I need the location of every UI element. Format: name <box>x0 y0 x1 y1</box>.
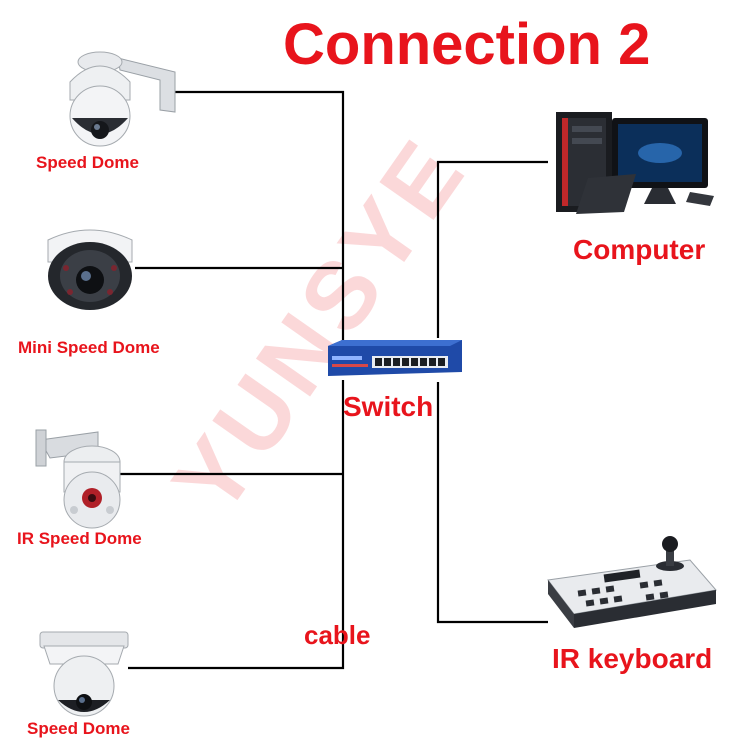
ceiling-speed-dome-camera-icon <box>39 631 129 717</box>
ptz-keyboard-controller-icon <box>547 536 717 628</box>
wire-speed-dome-bottom <box>128 380 345 670</box>
diagram-title: Connection 2 <box>283 12 651 77</box>
ir-keyboard-label: IR keyboard <box>552 643 713 674</box>
speed-dome-camera-icon <box>69 51 176 147</box>
wire-speed-dome-top <box>175 90 345 345</box>
desktop-computer-icon <box>556 112 714 214</box>
wire-ir-keyboard <box>436 382 548 624</box>
speed-dome-top-label: Speed Dome <box>36 153 139 172</box>
cable-label: cable <box>304 620 371 650</box>
speed-dome-bottom-label: Speed Dome <box>27 719 130 738</box>
computer-label: Computer <box>573 234 706 265</box>
mini-speed-dome-camera-icon <box>47 229 133 310</box>
switch-label: Switch <box>343 391 434 422</box>
network-switch-icon <box>328 340 462 376</box>
wire-computer <box>436 160 548 338</box>
ir-speed-dome-camera-icon <box>35 429 121 529</box>
mini-speed-dome-label: Mini Speed Dome <box>18 338 160 357</box>
ir-speed-dome-label: IR Speed Dome <box>17 529 142 548</box>
